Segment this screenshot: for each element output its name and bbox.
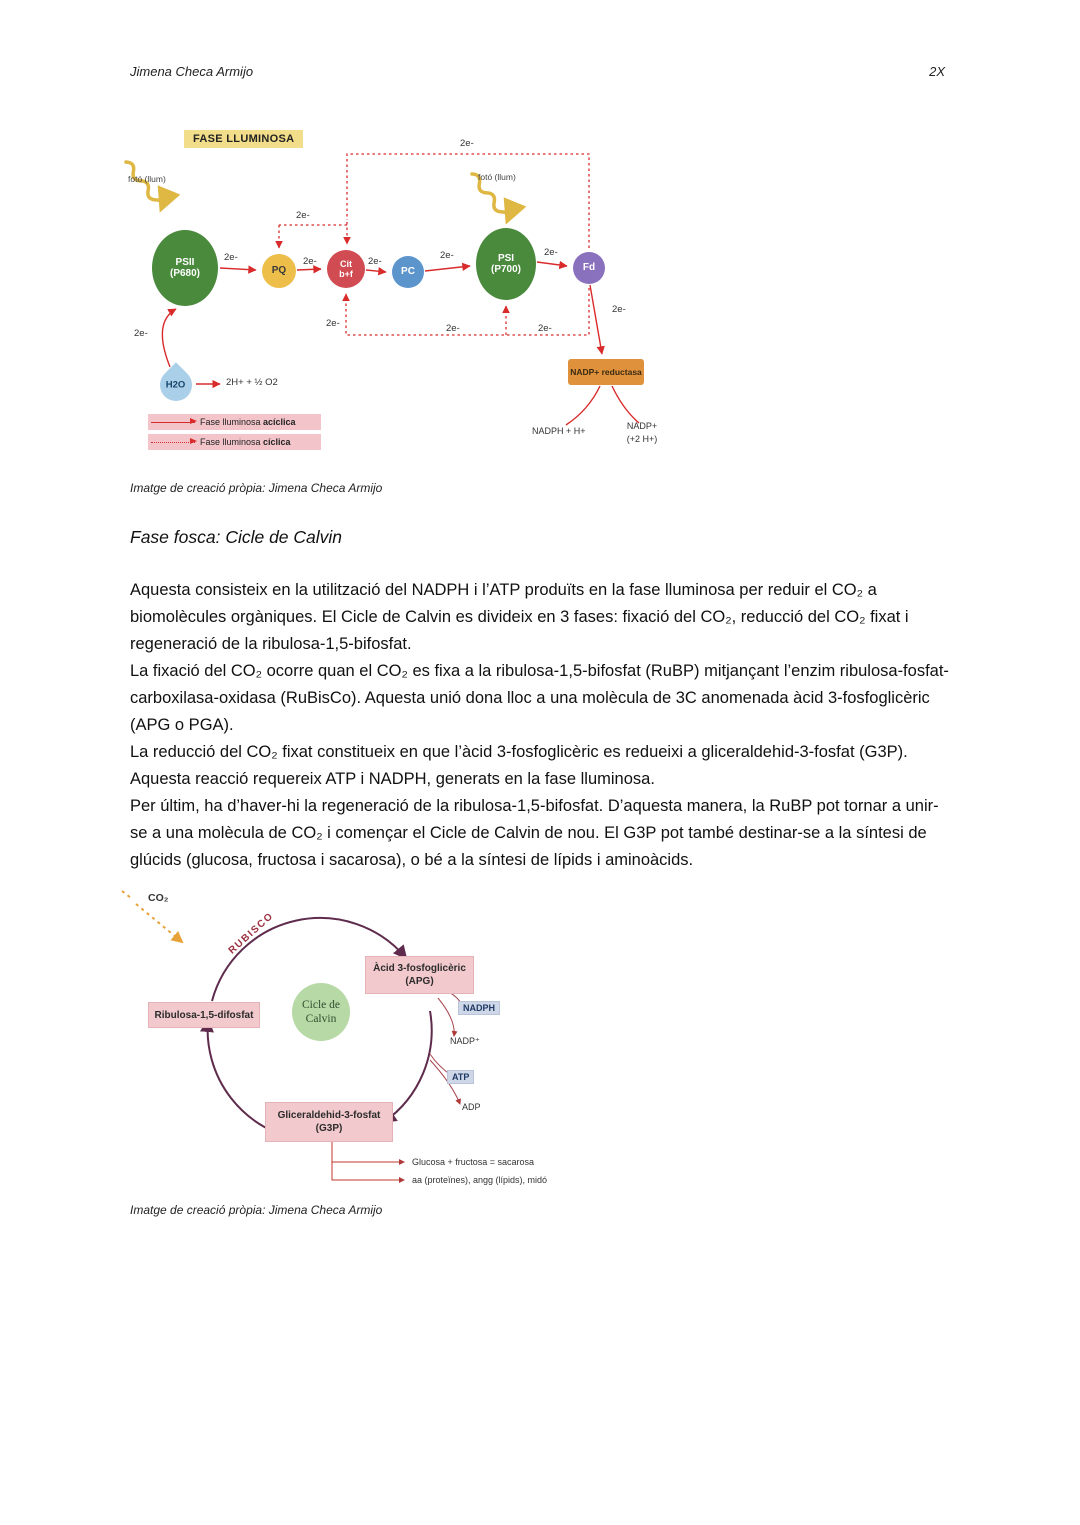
legend-acyclic-label: Fase lluminosa acíclica (200, 417, 296, 427)
photon-wave-icon (470, 172, 527, 225)
sugar-products-label: Glucosa + fructosa = sacarosa (412, 1157, 535, 1167)
electron-label: 2e- (446, 323, 460, 334)
node-pc-label: PC (401, 266, 415, 278)
electron-label: 2e- (134, 328, 148, 339)
legend-cyclic: Fase lluminosa cíclica (148, 434, 321, 450)
legend-cyclic-label: Fase lluminosa cíclica (200, 437, 291, 447)
node-psi: PSI (P700) (476, 228, 536, 300)
node-psi-sublabel: (P700) (490, 264, 521, 275)
electron-label: 2e- (368, 256, 382, 267)
apg-box: Àcid 3-fosfoglicèric (APG) (365, 956, 474, 994)
photon-label-left: fotó (llum) (128, 174, 166, 184)
adp-label: ADP (462, 1102, 481, 1112)
dotted-arrow-icon (151, 438, 197, 444)
cycle-center-label: Cicle de Calvin (292, 983, 350, 1041)
h2o-label: H2O (166, 379, 186, 391)
electron-label: 2e- (538, 323, 552, 334)
paragraph: La reducció del CO₂ fixat constitueix en… (130, 743, 908, 788)
electron-label: 2e- (326, 318, 340, 329)
g3p-box: Gliceraldehid-3-fosfat (G3P) (265, 1102, 393, 1142)
electron-label: 2e- (544, 247, 558, 258)
nadp-label: NADP⁺ (450, 1036, 480, 1046)
electron-label: 2e- (612, 304, 626, 315)
calvin-cycle-diagram: CO₂ RUBISCO Cicle de Calvin Àcid 3-fosfo… (120, 890, 660, 1202)
node-cit-b6f: Cit b+f (327, 250, 365, 288)
photon-wave-icon (124, 160, 181, 213)
node-psi-label: PSI (497, 252, 515, 264)
atp-label: ATP (447, 1070, 475, 1084)
author-name: Jimena Checa Armijo (130, 64, 254, 79)
g3p-product-connectors (331, 1140, 405, 1183)
node-psii-sublabel: (P680) (169, 268, 200, 279)
node-fd: Fd (573, 252, 605, 284)
node-pc: PC (392, 256, 424, 288)
cyclic-flow-arrows (275, 153, 590, 336)
water-split-products: 2H+ + ½ O2 (226, 377, 278, 388)
electron-label: 2e- (303, 256, 317, 267)
electron-label: 2e- (440, 250, 454, 261)
page-number: 2X (929, 64, 945, 79)
nadph-product-label: NADPH + H+ (532, 426, 586, 436)
node-nadp-reductase: NADP+ reductasa (568, 359, 644, 385)
electron-label: 2e- (224, 252, 238, 263)
figure2-caption: Imatge de creació pròpia: Jimena Checa A… (130, 1203, 383, 1217)
other-products-label: aa (proteïnes), angg (lípids), midó (412, 1175, 548, 1185)
light-phase-diagram: FASE LLUMINOSA fotó (llum) fotó (llum) 2… (120, 122, 700, 472)
paragraph: Aquesta consisteix en la utilització del… (130, 581, 909, 653)
paragraph: Per últim, ha d’haver-hi la regeneració … (130, 797, 939, 869)
co2-label: CO₂ (148, 892, 169, 904)
node-cit-sublabel: b+f (339, 269, 353, 279)
photon-label-right: fotó (llum) (478, 172, 516, 182)
electron-label: 2e- (460, 138, 474, 149)
diagram-title: FASE LLUMINOSA (184, 130, 304, 148)
light-phase-arrows-layer (124, 153, 640, 426)
node-pq: PQ (262, 254, 296, 288)
node-pq-label: PQ (271, 265, 287, 277)
electron-label: 2e- (296, 210, 310, 221)
calvin-cycle-arrows-layer (121, 890, 464, 1183)
co2-entry-arrow (121, 890, 184, 944)
node-cit-label: Cit (340, 258, 352, 269)
acyclic-flow-arrows (161, 260, 640, 426)
paragraph: La fixació del CO₂ ocorre quan el CO₂ es… (130, 662, 949, 734)
node-psii: PSII (P680) (152, 230, 218, 306)
nadph-label: NADPH (458, 1001, 501, 1015)
page-header: Jimena Checa Armijo 2X (130, 64, 945, 79)
node-psii-label: PSII (175, 256, 195, 268)
body-text: Aquesta consisteix en la utilització del… (130, 577, 952, 874)
rubp-box: Ribulosa-1,5-difosfat (148, 1002, 260, 1028)
section-heading: Fase fosca: Cicle de Calvin (130, 527, 343, 547)
node-fd-label: Fd (582, 262, 596, 274)
nadp-product-label: NADP+ (+2 H+) (626, 421, 658, 444)
figure1-caption: Imatge de creació pròpia: Jimena Checa A… (130, 481, 383, 495)
legend-acyclic: Fase lluminosa acíclica (148, 414, 321, 430)
solid-arrow-icon (151, 418, 197, 424)
